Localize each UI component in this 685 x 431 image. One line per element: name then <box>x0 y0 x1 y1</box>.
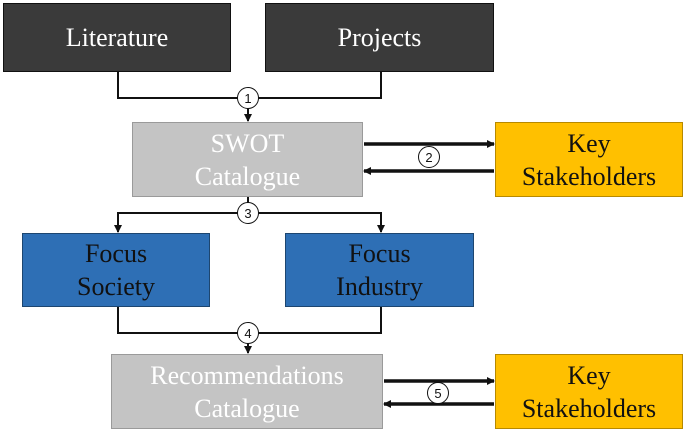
step-3-badge: 3 <box>237 202 259 224</box>
key-stakeholders-box-top: Key Stakeholders <box>495 122 683 197</box>
stakeholders-bottom-line2: Stakeholders <box>521 393 657 423</box>
step-3-number: 3 <box>244 205 252 221</box>
focus-society-box: Focus Society <box>22 233 210 307</box>
projects-label: Projects <box>337 23 422 52</box>
step-5-badge: 5 <box>427 382 449 404</box>
key-stakeholders-box-bottom: Key Stakeholders <box>495 354 683 429</box>
step-2-number: 2 <box>425 149 433 165</box>
connector-swot-to-focus <box>114 197 249 233</box>
stakeholders-bottom-line1: Key <box>567 360 611 390</box>
focus-industry-line2: Industry <box>336 272 423 301</box>
focus-industry-box: Focus Industry <box>285 233 474 307</box>
step-1-badge: 1 <box>237 87 259 109</box>
swot-label-line2: Catalogue <box>194 161 301 191</box>
recommendations-line2: Catalogue <box>194 393 300 423</box>
focus-industry-line1: Focus <box>348 239 411 268</box>
step-1-number: 1 <box>244 90 252 106</box>
recommendations-line1: Recommendations <box>150 360 344 390</box>
step-4-number: 4 <box>244 325 252 341</box>
swot-catalogue-box: SWOT Catalogue <box>132 122 363 197</box>
step-4-badge: 4 <box>237 322 259 344</box>
stakeholders-top-line2: Stakeholders <box>521 161 657 191</box>
projects-box: Projects <box>265 3 494 72</box>
focus-society-line1: Focus <box>84 239 148 268</box>
swot-label-line1: SWOT <box>210 128 285 158</box>
step-2-badge: 2 <box>418 146 440 168</box>
literature-label: Literature <box>65 23 169 52</box>
step-5-number: 5 <box>434 385 442 401</box>
recommendations-catalogue-box: Recommendations Catalogue <box>111 354 383 429</box>
focus-society-line2: Society <box>77 272 155 301</box>
connector-swot-to-industry <box>248 212 385 233</box>
stakeholders-top-line1: Key <box>567 128 611 158</box>
literature-box: Literature <box>3 3 231 72</box>
